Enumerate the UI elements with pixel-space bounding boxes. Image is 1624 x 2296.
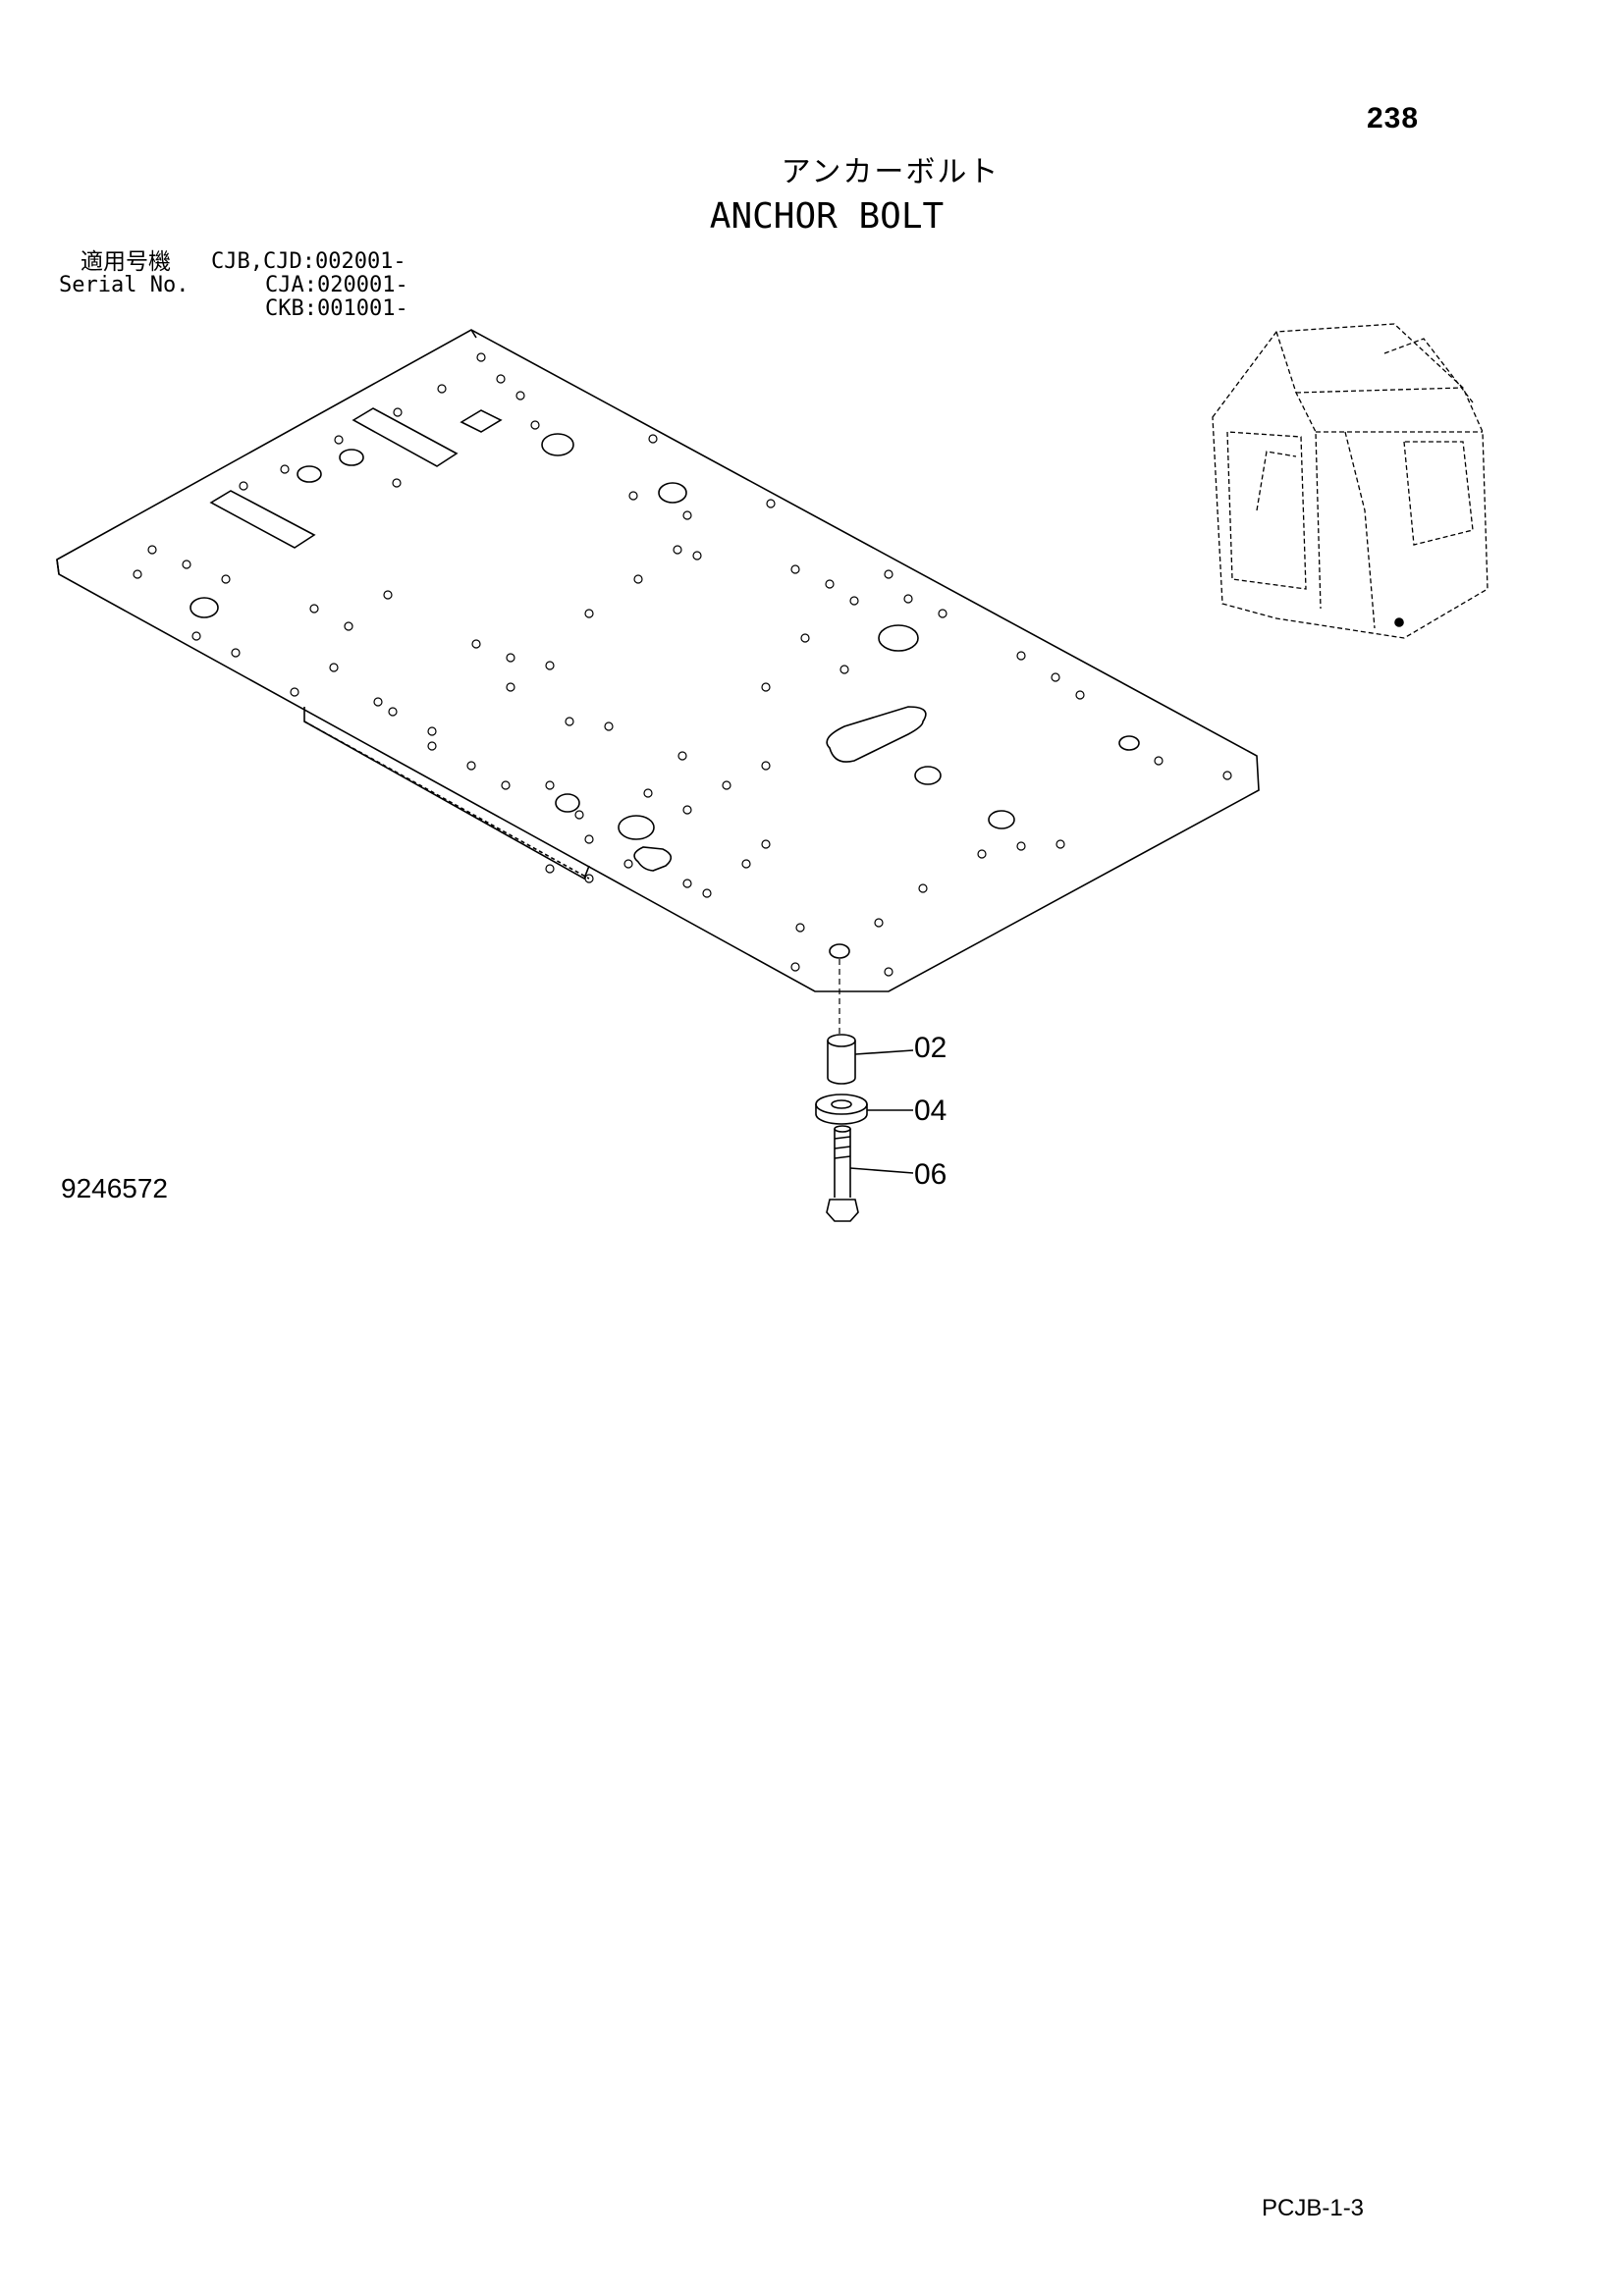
serial-range: CJA:020001- xyxy=(265,273,408,297)
footer-code: PCJB-1-3 xyxy=(1262,2195,1365,2221)
serial-label-japanese: 適用号機 xyxy=(81,249,171,275)
callout-label: 02 xyxy=(914,1032,947,1064)
callout-label: 04 xyxy=(914,1095,947,1127)
cab-marker xyxy=(1394,617,1404,627)
plate-cutouts xyxy=(209,407,927,872)
plate-holes-large xyxy=(189,433,1140,959)
title-japanese: アンカーボルト xyxy=(781,155,1001,189)
drawing-number: 9246572 xyxy=(61,1173,169,1203)
part-02-spacer xyxy=(827,1034,914,1085)
plate-holes-small xyxy=(133,352,1232,977)
serial-range: CKB:001001- xyxy=(265,296,408,321)
page-number: 238 xyxy=(1367,102,1420,134)
floor-plate xyxy=(56,329,1260,992)
part-06-bolt xyxy=(826,1125,914,1222)
part-04-washer xyxy=(815,1094,913,1125)
page-title: ANCHOR BOLT xyxy=(709,196,945,237)
callout-label: 06 xyxy=(914,1158,947,1191)
serial-label: Serial No. xyxy=(59,273,189,297)
cab-outline xyxy=(1212,323,1489,639)
serial-range: CJB,CJD:002001- xyxy=(211,249,406,274)
